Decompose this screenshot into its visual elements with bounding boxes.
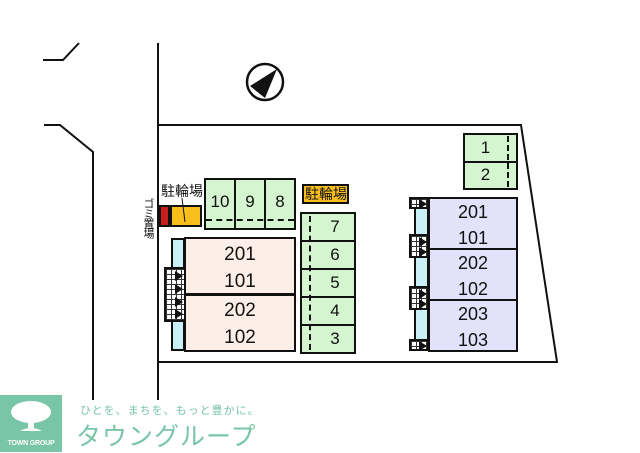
parking-space-8: 8: [265, 178, 296, 230]
parking-number: 3: [330, 329, 340, 348]
parking-column-right: 1 2: [463, 133, 518, 190]
parking-number: 1: [480, 137, 491, 157]
parking-dashed-line: [309, 216, 311, 350]
unit-number: 202: [224, 300, 256, 321]
stair-arrow-icon: [175, 297, 183, 307]
garbage-area: [159, 205, 170, 227]
brand-name: タウングループ: [76, 423, 257, 451]
stairs-right-2: [409, 234, 429, 258]
stairs-right-3: [409, 286, 429, 310]
bike-parking-area-2: 駐輪場: [302, 184, 349, 204]
stair-arrow-icon: [419, 341, 427, 351]
bike-parking-area: [170, 205, 202, 227]
town-group-logo: TOWN GROUP: [0, 395, 62, 452]
stair-arrow-icon: [175, 284, 183, 294]
building-left-unit-1: 201 101: [184, 237, 296, 295]
building-right-unit-2: 202 102: [428, 248, 518, 301]
parking-number: 2: [480, 165, 491, 185]
stairs-right-4: [409, 339, 429, 351]
parking-dashed-line: [507, 136, 509, 187]
parking-number: 5: [330, 273, 340, 292]
balcony-right: [414, 198, 429, 350]
stair-arrow-icon: [419, 299, 427, 309]
building-right-unit-3: 203 103: [428, 299, 518, 352]
unit-number: 203: [457, 304, 489, 324]
parking-number: 10: [210, 192, 230, 211]
parking-number: 4: [330, 301, 340, 320]
parking-number: 9: [245, 192, 255, 211]
building-left-unit-2: 202 102: [184, 294, 296, 352]
parking-number: 7: [330, 217, 340, 236]
stair-arrow-icon: [175, 271, 183, 281]
parking-number: 8: [275, 192, 285, 211]
stair-arrow-icon: [419, 199, 427, 209]
parking-space-9: 9: [235, 178, 265, 230]
stair-arrow-icon: [419, 237, 427, 247]
stair-arrow-icon: [419, 247, 427, 257]
stair-arrow-icon: [175, 309, 183, 319]
parking-space-1: 1: [463, 133, 518, 162]
parking-space-2: 2: [463, 161, 518, 190]
stairs-right-1: [409, 197, 429, 209]
stair-arrow-icon: [419, 289, 427, 299]
north-arrow-icon: [245, 62, 285, 102]
parking-dashed-line: [206, 219, 294, 221]
parking-number: 6: [330, 245, 340, 264]
tree-icon: [11, 401, 51, 431]
building-right-unit-1: 201 101: [428, 197, 518, 250]
stairs-left: [164, 267, 186, 322]
unit-number: 101: [457, 228, 489, 248]
logo-text: TOWN GROUP: [7, 440, 55, 447]
unit-number: 201: [224, 244, 256, 265]
unit-number: 101: [224, 271, 256, 292]
unit-number: 202: [457, 253, 489, 273]
parking-row-top: 10 9 8: [204, 178, 296, 230]
unit-number: 102: [457, 279, 489, 299]
tagline: ひとを、まちを、もっと豊かに。: [80, 405, 260, 417]
unit-number: 102: [224, 327, 256, 348]
garbage-label: ゴミ置場: [142, 198, 154, 238]
bike-parking-label: 駐輪場: [161, 183, 203, 199]
unit-number: 103: [457, 330, 489, 350]
parking-space-10: 10: [204, 178, 235, 230]
unit-number: 201: [457, 202, 489, 222]
